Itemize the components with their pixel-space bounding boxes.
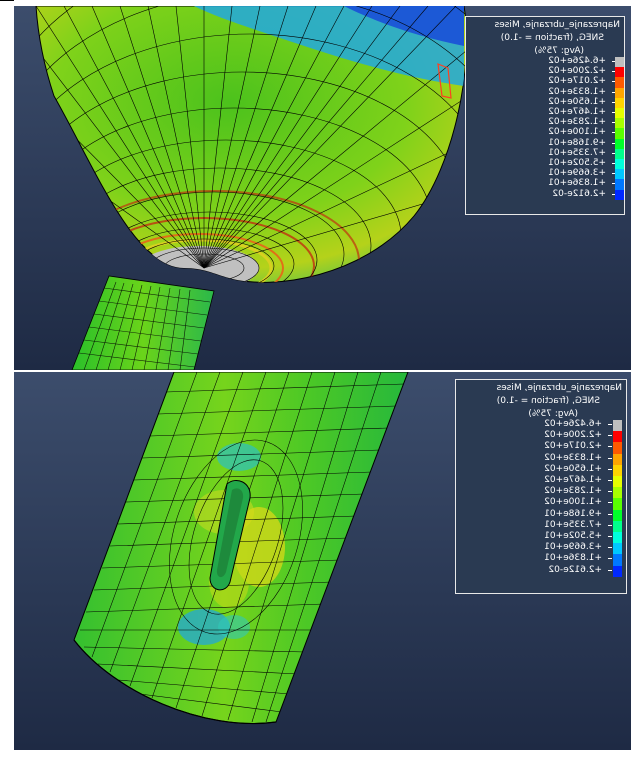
stress-legend-top: Naprezanje_ubrzanje, Mises SNEG, (fracti…	[465, 16, 625, 215]
frame-corner-line	[0, 0, 14, 1]
legend-value-8: +9.168e+01	[548, 137, 606, 148]
legend-value-3: +1.833e+02	[548, 86, 606, 97]
legend-value-11: +3.669e+01	[544, 542, 602, 553]
legend-color-swatch-4	[613, 464, 622, 476]
legend-value-5: +1.467e+02	[548, 107, 606, 117]
viewport-bottom: Naprezanje_ubrzanje, Mises SNEG, (fracti…	[14, 372, 631, 750]
legend-value-2: +2.017e+02	[548, 76, 606, 87]
legend-color-swatch-5	[613, 476, 622, 488]
legend-scale: +6.426e+02+2.200e+02+2.017e+02+1.833e+02…	[466, 56, 624, 206]
legend-value-7: +1.100e+02	[548, 127, 606, 138]
legend-color-swatch-3	[615, 87, 624, 98]
legend-value-13: +2.612e-02	[548, 564, 602, 575]
legend-value-1: +2.200e+02	[544, 430, 602, 441]
legend-value-3: +1.833e+02	[544, 452, 602, 463]
legend-color-swatch-1	[613, 431, 622, 443]
legend-color-swatch-9	[613, 520, 622, 532]
legend-title-line-1: Naprezanje_ubrzanje, Mises	[494, 20, 620, 30]
legend-value-10: +5.502e+01	[548, 158, 606, 168]
legend-color-swatch-10	[615, 159, 624, 170]
legend-tick-6	[608, 491, 612, 493]
legend-value-8: +9.168e+01	[544, 508, 602, 519]
legend-title-line-2: SNEG, (fraction = -1.0)	[500, 33, 604, 43]
highlighted-element-marker	[437, 63, 452, 99]
legend-tick-3	[608, 457, 612, 459]
legend-color-swatch-5	[615, 108, 624, 119]
legend-color-swatch-6	[613, 487, 622, 499]
fea-render-bottom	[14, 372, 631, 750]
legend-value-10: +5.502e+01	[544, 531, 602, 541]
legend-color-swatch-12	[613, 554, 622, 566]
legend-color-swatch-0	[615, 57, 624, 68]
pressure-vessel-body	[35, 6, 468, 283]
legend-title-line-3: (Avg: 75%)	[534, 46, 584, 56]
legend-value-7: +1.100e+02	[544, 497, 602, 508]
legend-tick-4	[608, 468, 612, 470]
legend-color-swatch-4	[615, 97, 624, 108]
legend-title-line-1: Naprezanje_ubrzanje, Mises	[496, 383, 622, 393]
legend-color-swatch-6	[615, 118, 624, 129]
legend-value-5: +1.467e+02	[544, 475, 602, 485]
legend-value-12: +1.836e+01	[548, 178, 606, 189]
legend-tick-0	[608, 424, 612, 425]
legend-value-1: +2.200e+02	[548, 66, 606, 77]
stress-legend-bottom: Naprezanje_ubrzanje, Mises SNEG, (fracti…	[455, 379, 627, 594]
legend-color-swatch-0	[613, 420, 622, 432]
legend-tick-8	[608, 513, 612, 515]
legend-tick-11	[608, 547, 612, 549]
legend-value-0: +6.426e+02	[548, 56, 606, 66]
viewport-top: Naprezanje_ubrzanje, Mises SNEG, (fracti…	[14, 6, 631, 370]
legend-value-0: +6.426e+02	[544, 419, 602, 429]
legend-value-11: +3.669e+01	[548, 168, 606, 179]
legend-value-9: +7.335e+01	[548, 147, 606, 158]
legend-color-swatch-11	[615, 169, 624, 180]
legend-title-line-3: (Avg: 75%)	[528, 409, 578, 419]
legend-color-swatch-7	[613, 498, 622, 510]
legend-value-6: +1.283e+02	[548, 117, 606, 128]
legend-color-swatch-9	[615, 148, 624, 159]
legend-title: Naprezanje_ubrzanje, Mises SNEG, (fracti…	[456, 380, 626, 419]
legend-color-swatch-10	[613, 532, 622, 544]
legend-color-swatch-7	[615, 128, 624, 139]
legend-value-13: +2.612e-02	[552, 188, 606, 199]
legend-color-swatch-11	[613, 543, 622, 555]
legend-tick-7	[608, 502, 612, 504]
legend-value-4: +1.650e+02	[544, 463, 602, 474]
legend-tick-12	[608, 558, 612, 560]
legend-color-swatch-3	[613, 453, 622, 465]
legend-color-swatch-1	[615, 67, 624, 78]
legend-color-swatch-12	[615, 179, 624, 190]
legend-color-swatch-13	[613, 565, 622, 577]
legend-title: Naprezanje_ubrzanje, Mises SNEG, (fracti…	[466, 17, 624, 56]
legend-tick-5	[608, 480, 612, 481]
legend-color-swatch-2	[613, 442, 622, 454]
shaft-body	[71, 275, 215, 370]
legend-value-12: +1.836e+01	[544, 553, 602, 564]
legend-color-swatch-8	[613, 509, 622, 521]
legend-value-4: +1.650e+02	[548, 96, 606, 107]
legend-color-swatch-2	[615, 77, 624, 88]
legend-value-6: +1.283e+02	[544, 486, 602, 497]
legend-value-2: +2.017e+02	[544, 441, 602, 452]
legend-color-swatch-13	[615, 189, 624, 200]
legend-tick-9	[608, 524, 612, 526]
legend-value-9: +7.335e+01	[544, 519, 602, 530]
legend-tick-1	[608, 435, 612, 437]
shaft-with-slot	[73, 372, 409, 725]
legend-tick-10	[608, 536, 612, 537]
legend-color-swatch-8	[615, 138, 624, 149]
legend-scale: +6.426e+02+2.200e+02+2.017e+02+1.833e+02…	[456, 419, 626, 585]
legend-title-line-2: SNEG, (fraction = -1.0)	[496, 396, 600, 406]
legend-tick-2	[608, 446, 612, 448]
legend-tick-13	[608, 569, 612, 571]
